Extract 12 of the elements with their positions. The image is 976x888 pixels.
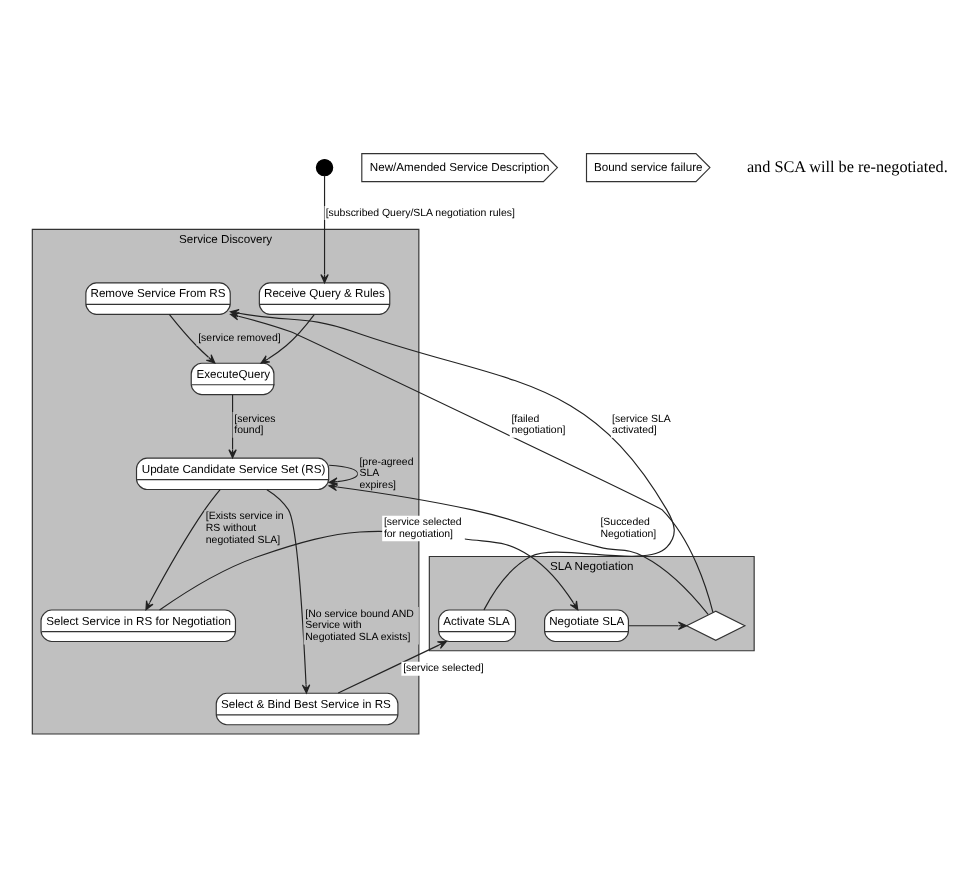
arrow [627, 620, 687, 629]
arrow [336, 640, 446, 693]
label: and SCA will be re-negotiated. [745, 156, 947, 175]
arrow [227, 393, 236, 458]
arrow [167, 312, 215, 363]
arrow [327, 481, 708, 615]
arrow [259, 312, 314, 363]
node-circle [314, 157, 333, 176]
arrow [144, 488, 220, 610]
node-diamond [684, 609, 746, 640]
arrow [319, 174, 328, 283]
arrow [265, 488, 310, 693]
